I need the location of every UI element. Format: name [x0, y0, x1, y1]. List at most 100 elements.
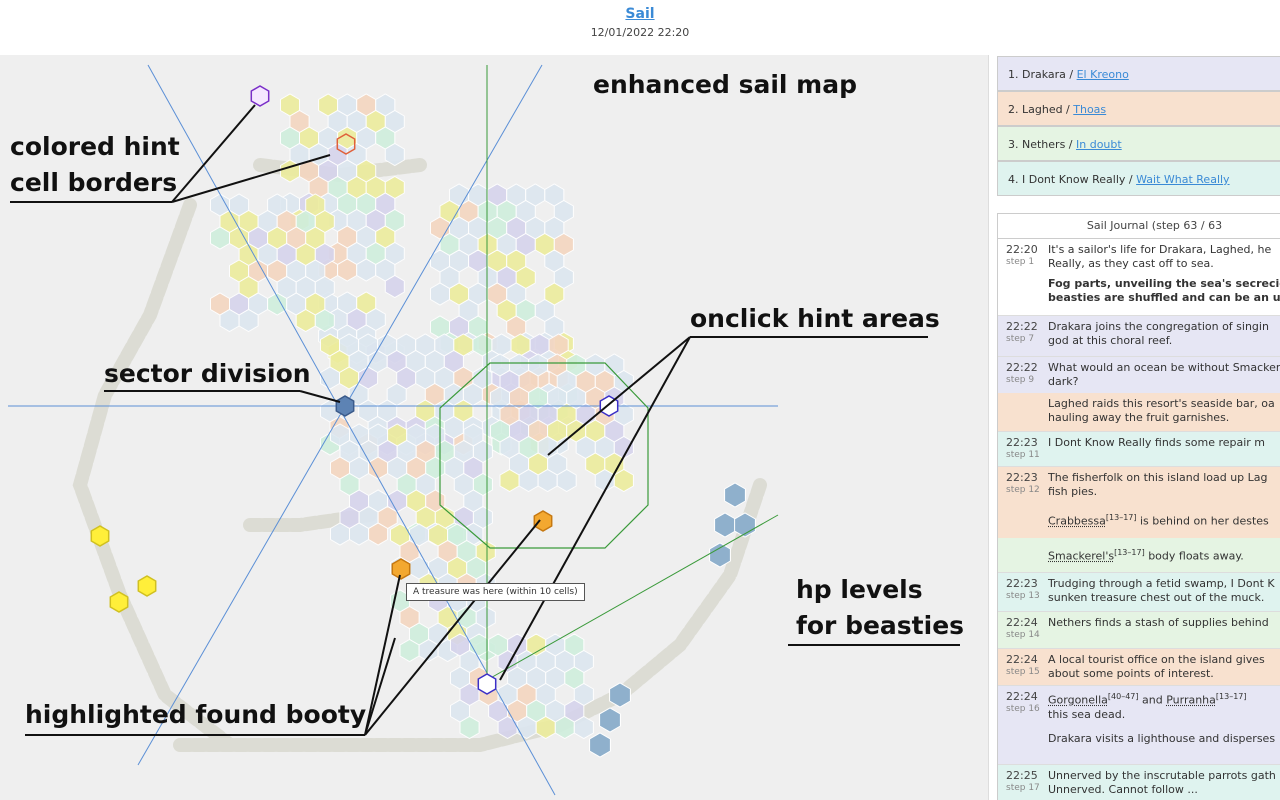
journal-entry: 22:24step 15 A local tourist office on t… — [998, 649, 1280, 686]
entry-text: Drakara joins the congregation of singin — [1048, 320, 1269, 334]
journal-entry: 22:23step 12 The fisherfolk on this isla… — [998, 467, 1280, 505]
journal-header: Sail Journal (step 63 / 63 — [998, 214, 1280, 239]
journal-entry: 22:25step 17 Unnerved by the inscrutable… — [998, 765, 1280, 800]
player-name: 3. Nethers / — [1008, 138, 1076, 151]
entry-text: beasties are shuffled and can be an u — [1048, 291, 1280, 305]
hint-marker-icon — [91, 526, 108, 546]
annotation-pointer — [365, 638, 395, 735]
entry-text: Really, as they cast off to sea. — [1048, 257, 1280, 271]
beastie-hp: [13–17] — [1106, 513, 1137, 522]
map-hex-cell — [715, 513, 736, 537]
timestamp: 12/01/2022 22:20 — [0, 26, 1280, 39]
page-title-link[interactable]: Sail — [0, 6, 1280, 22]
entry-text: this sea dead. — [1048, 708, 1275, 722]
entry-step: step 12 — [1006, 485, 1046, 496]
entry-time: 22:24 — [1006, 616, 1038, 629]
entry-time: 22:24 — [1006, 690, 1038, 703]
entry-text: god at this choral reef. — [1048, 334, 1269, 348]
map-hex-cell — [239, 310, 258, 332]
entry-text: A local tourist office on the island giv… — [1048, 653, 1265, 667]
map-hex-cell — [338, 259, 357, 281]
map-hex-cell — [519, 470, 538, 492]
entry-step: step 1 — [1006, 257, 1046, 268]
sea-trail — [80, 205, 230, 745]
hint-marker-icon — [251, 86, 268, 106]
annotation-colored-line2: cell borders — [10, 165, 177, 201]
map-hex-cell — [400, 640, 419, 662]
hint-marker-icon — [110, 592, 127, 612]
map-hex-cell — [211, 227, 230, 249]
map-hex-cell — [600, 708, 621, 732]
player-name: 4. I Dont Know Really / — [1008, 173, 1136, 186]
map-hex-cell — [498, 717, 517, 739]
treasure-icon — [392, 559, 409, 579]
sail-journal[interactable]: Sail Journal (step 63 / 63 22:20step 1 I… — [997, 213, 1280, 800]
journal-entry: 22:22step 9 What would an ocean be witho… — [998, 357, 1280, 393]
entry-step: step 14 — [1006, 630, 1046, 641]
journal-entry: 22:23step 13 Trudging through a fetid sw… — [998, 573, 1280, 612]
map-hex-cell — [350, 523, 369, 545]
player-link[interactable]: Thoas — [1073, 103, 1106, 116]
hint-marker-icon — [138, 576, 155, 596]
journal-entry: 22:22step 7 Drakara joins the congregati… — [998, 316, 1280, 357]
sail-map[interactable]: enhanced sail map colored hint cell bord… — [0, 55, 989, 800]
annotation-hp-line2: for beasties — [796, 608, 964, 644]
beastie-hp: [40–47] — [1108, 692, 1139, 701]
annotation-pointer — [365, 575, 400, 735]
entry-text: Trudging through a fetid swamp, I Dont K — [1048, 577, 1275, 591]
annotation-enhanced: enhanced sail map — [593, 67, 857, 103]
entry-text: Unnerved by the inscrutable parrots gath — [1048, 769, 1276, 783]
entry-step: step 13 — [1006, 591, 1046, 602]
entry-text: sunken treasure chest out of the muck. — [1048, 591, 1275, 605]
entry-text: fish pies. — [1048, 485, 1268, 499]
entry-text: is behind on her destes — [1137, 515, 1269, 528]
journal-entry: 22:24step 14 Nethers finds a stash of su… — [998, 612, 1280, 649]
player-link[interactable]: In doubt — [1076, 138, 1122, 151]
beastie-name[interactable]: Crabbessa — [1048, 515, 1106, 528]
entry-text: What would an ocean be without Smackere — [1048, 361, 1280, 375]
annotation-sector: sector division — [104, 356, 311, 392]
annotation-hp-line1: hp levels — [796, 572, 923, 608]
annotation-colored-line1: colored hint — [10, 129, 180, 165]
map-hex-cell — [555, 717, 574, 739]
entry-time: 22:20 — [1006, 243, 1038, 256]
beastie-name[interactable]: Gorgonella — [1048, 694, 1108, 707]
entry-time: 22:23 — [1006, 471, 1038, 484]
map-hex-cell — [538, 470, 557, 492]
player-row: 2. Laghed / Thoas — [997, 91, 1280, 126]
journal-entry: 22:23step 11 I Dont Know Really finds so… — [998, 432, 1280, 467]
map-hex-cell — [574, 717, 593, 739]
journal-entry: Crabbessa[13–17] is behind on her destes — [998, 505, 1280, 538]
player-link[interactable]: El Kreono — [1077, 68, 1129, 81]
player-row: 1. Drakara / El Kreono — [997, 56, 1280, 91]
map-hex-cell — [536, 717, 555, 739]
map-hex-cell — [385, 276, 404, 298]
entry-time: 22:23 — [1006, 436, 1038, 449]
map-hex-cell — [369, 457, 388, 479]
map-hex-cell — [517, 717, 536, 739]
treasure-icon — [534, 511, 551, 531]
map-hex-cell — [321, 367, 340, 389]
player-link[interactable]: Wait What Really — [1136, 173, 1229, 186]
map-hex-cell — [357, 259, 376, 281]
entry-text: It's a sailor's life for Drakara, Laghed… — [1048, 243, 1280, 257]
player-name: 1. Drakara / — [1008, 68, 1077, 81]
entry-time: 22:25 — [1006, 769, 1038, 782]
player-row: 4. I Dont Know Really / Wait What Really — [997, 161, 1280, 196]
entry-time: 22:22 — [1006, 361, 1038, 374]
beastie-name[interactable]: Smackerel's — [1048, 550, 1114, 563]
entry-text: I Dont Know Really finds some repair m — [1048, 436, 1265, 450]
annotation-onclick: onclick hint areas — [690, 301, 940, 337]
map-hex-cell — [557, 470, 576, 492]
player-row: 3. Nethers / In doubt — [997, 126, 1280, 161]
entry-text: Fog parts, unveiling the sea's secrecie — [1048, 277, 1280, 291]
entry-text: Drakara visits a lighthouse and disperse… — [1048, 732, 1275, 746]
journal-entry: 22:24step 16 Gorgonella[40–47] and Purra… — [998, 686, 1280, 765]
entry-step: step 15 — [1006, 667, 1046, 678]
player-list: 1. Drakara / El Kreono 2. Laghed / Thoas… — [997, 56, 1280, 196]
treasure-tooltip: A treasure was here (within 10 cells) — [406, 583, 585, 601]
entry-step: step 9 — [1006, 375, 1046, 386]
player-name: 2. Laghed / — [1008, 103, 1073, 116]
page-header: Sail 12/01/2022 22:20 — [0, 0, 1280, 52]
beastie-name[interactable]: Purranha — [1166, 694, 1216, 707]
